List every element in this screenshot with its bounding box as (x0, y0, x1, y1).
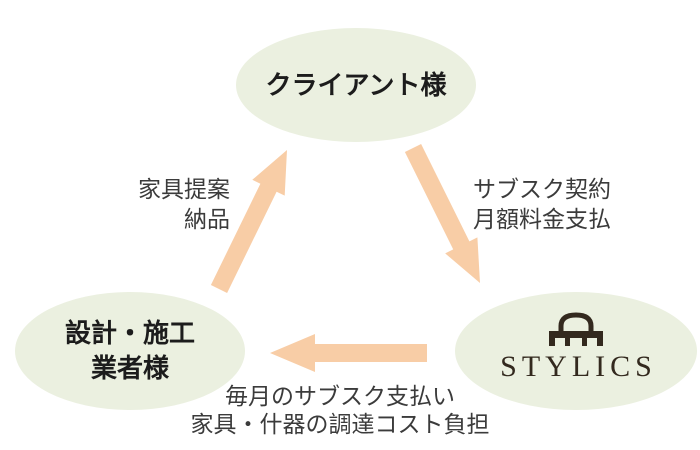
node-contractor: 設計・施工 業者様 (15, 292, 245, 410)
node-stylics: STYLICS (455, 292, 697, 410)
node-contractor-label-line1: 設計・施工 (64, 318, 195, 348)
arrow-stylics-to-contractor (270, 334, 427, 372)
edge-label-monthly-payment: 毎月のサブスク支払い 家具・什器の調達コスト負担 (140, 382, 540, 438)
node-client-label: クライアント様 (265, 69, 447, 100)
bench-icon (549, 312, 603, 346)
arrow-client-to-stylics (404, 144, 480, 283)
stylics-logo: STYLICS (500, 312, 652, 382)
edge-label-furniture-proposal: 家具提案 納品 (138, 174, 230, 234)
edge-label-subscription-contract: サブスク契約 月額料金支払 (473, 174, 611, 234)
node-client: クライアント様 (236, 28, 476, 142)
edge-label-line: 家具提案 (138, 176, 230, 202)
edge-label-line: 毎月のサブスク支払い (225, 383, 455, 409)
stylics-wordmark: STYLICS (500, 350, 657, 383)
node-contractor-label-line2: 業者様 (90, 353, 169, 383)
edge-label-line: サブスク契約 (473, 176, 611, 202)
edge-label-line: 納品 (184, 206, 230, 232)
edge-label-line: 家具・什器の調達コスト負担 (190, 411, 490, 437)
edge-label-line: 月額料金支払 (473, 206, 611, 232)
